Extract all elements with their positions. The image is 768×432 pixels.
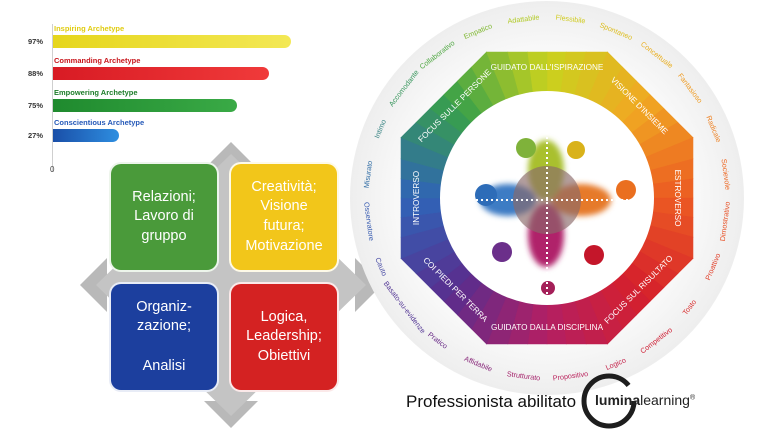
archetype-row-commanding: Commanding Archetype 88% [0,56,320,86]
archetype-bar-chart: 0 Inspiring Archetype 97% Commanding Arc… [0,0,320,180]
archetype-percent: 88% [28,69,44,78]
archetype-label: Conscientious Archetype [54,118,145,127]
archetype-row-inspiring: Inspiring Archetype 97% [0,24,320,54]
archetype-label: Inspiring Archetype [54,24,125,33]
archetype-label: Empowering Archetype [54,88,138,97]
archetype-bar [53,67,269,80]
outer-label: Strutturato [506,369,540,382]
archetype-bar [53,99,237,112]
archetype-bar [53,35,291,48]
archetype-percent: 75% [28,101,44,110]
archetype-percent: 97% [28,37,44,46]
inner-label: INTROVERSO [412,171,421,225]
quadrant-text: Organiz- zazione; Analisi [136,298,192,374]
inner-label: ESTROVERSO [673,170,682,227]
logo-ring-icon [581,373,637,429]
quadrant-text: Logica, Leadership; Obiettivi [246,308,322,364]
logo-wordmark: luminalearning® [595,392,696,408]
outer-label: Socievole [720,158,733,190]
quadrant-organization: Organiz- zazione; Analisi [109,282,219,392]
quadrant-text: Relazioni; Lavoro di gruppo [132,188,196,244]
archetype-label: Commanding Archetype [54,56,141,65]
inner-label: GUIDATO DALL'ISPIRAZIONE [491,63,604,72]
lumina-learning-logo: luminalearning® [580,372,730,430]
archetype-percent: 27% [28,131,44,140]
outer-label: Flessibile [555,13,586,26]
outer-label: Misurato [362,160,375,189]
archetype-row-conscientious: Conscientious Archetype 27% [0,118,320,148]
archetype-bar [53,129,120,142]
spark-splat-icon [475,132,636,298]
outer-label: Adattabile [507,12,540,25]
inner-label: GUIDATO DALLA DISCIPLINA [491,323,604,332]
axis-line [52,24,53,172]
archetype-row-empowering: Empowering Archetype 75% [0,88,320,118]
quadrant-text: Creatività; Visione futura; Motivazione [245,178,323,254]
certification-text: Professionista abilitato [406,392,577,411]
quadrant-relationships: Relazioni; Lavoro di gruppo [109,162,219,272]
axis-zero-label: 0 [50,165,55,174]
quadrant-creativity: Creatività; Visione futura; Motivazione [229,162,339,272]
quadrant-diagram: Relazioni; Lavoro di gruppo Creatività; … [76,140,386,430]
quadrant-logic: Logica, Leadership; Obiettivi [229,282,339,392]
